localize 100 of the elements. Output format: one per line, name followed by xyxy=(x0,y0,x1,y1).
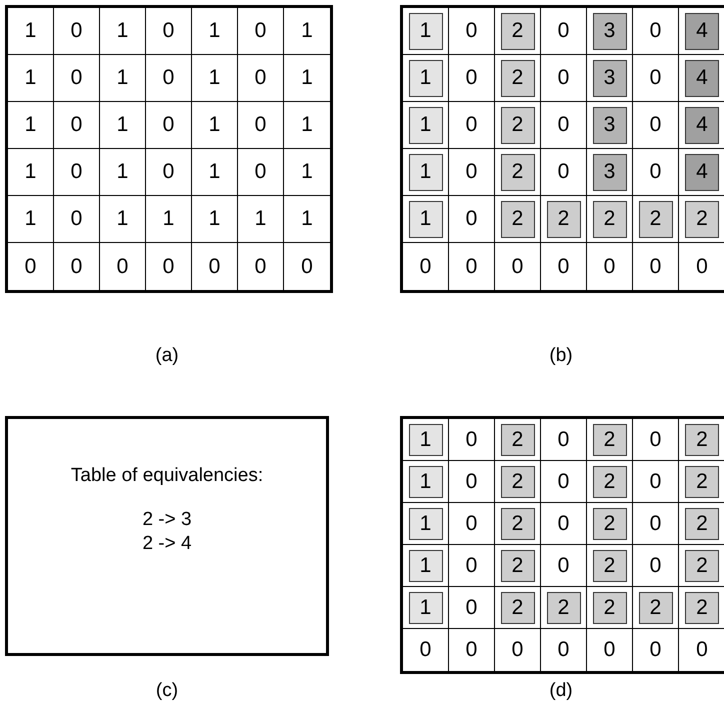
labeled-tile: 3 xyxy=(592,12,626,50)
cell-value: 0 xyxy=(558,160,570,184)
cell-value: 0 xyxy=(650,66,662,90)
cell-value: 0 xyxy=(558,254,570,278)
panel-heading: Table of equivalencies: xyxy=(70,465,264,487)
text-panel xyxy=(5,416,329,656)
cell-value: 0 xyxy=(558,470,570,494)
labeled-tile: 2 xyxy=(592,592,626,624)
cell-value: 0 xyxy=(650,254,662,278)
cell-value: 1 xyxy=(208,160,220,184)
cell-value: 1 xyxy=(116,160,128,184)
cell-value: 1 xyxy=(254,207,266,231)
cell-value: 0 xyxy=(162,66,174,90)
labeled-tile: 2 xyxy=(592,424,626,456)
panel-caption: (d) xyxy=(548,680,574,702)
equivalence-rule: 2 -> 4 xyxy=(141,533,193,555)
labeled-tile: 2 xyxy=(685,592,719,624)
labeled-tile: 2 xyxy=(500,154,534,190)
labeled-tile: 4 xyxy=(685,106,719,144)
cell-value: 1 xyxy=(208,113,220,137)
labeled-tile: 2 xyxy=(546,200,580,238)
cell-value: 1 xyxy=(162,207,174,231)
labeled-tile: 2 xyxy=(592,508,626,540)
labeled-tile: 1 xyxy=(408,60,442,96)
cell-value: 0 xyxy=(301,254,313,278)
cell-value: 0 xyxy=(696,638,708,662)
cell-value: 1 xyxy=(301,160,313,184)
cell-value: 0 xyxy=(254,19,266,43)
labeled-tile: 4 xyxy=(685,60,719,96)
labeled-tile: 2 xyxy=(685,508,719,540)
cell-value: 0 xyxy=(208,254,220,278)
cell-value: 0 xyxy=(558,554,570,578)
cell-value: 1 xyxy=(24,207,36,231)
labeled-tile: 1 xyxy=(408,550,442,582)
labeled-tile: 4 xyxy=(685,154,719,190)
cell-value: 0 xyxy=(604,638,616,662)
cell-value: 0 xyxy=(650,428,662,452)
labeled-tile: 2 xyxy=(592,200,626,238)
cell-value: 1 xyxy=(24,66,36,90)
labeled-tile: 2 xyxy=(500,106,534,144)
labeled-tile: 2 xyxy=(592,550,626,582)
labeled-tile: 1 xyxy=(408,200,442,238)
panel-caption: (a) xyxy=(154,345,180,367)
cell-value: 0 xyxy=(650,512,662,536)
cell-value: 0 xyxy=(70,160,82,184)
cell-value: 0 xyxy=(650,113,662,137)
cell-value: 0 xyxy=(116,254,128,278)
cell-value: 0 xyxy=(70,66,82,90)
cell-value: 0 xyxy=(650,160,662,184)
cell-value: 0 xyxy=(254,66,266,90)
cell-value: 1 xyxy=(301,207,313,231)
labeled-tile: 3 xyxy=(592,154,626,190)
cell-value: 1 xyxy=(24,160,36,184)
labeled-tile: 3 xyxy=(592,60,626,96)
cell-value: 0 xyxy=(466,638,478,662)
cell-value: 0 xyxy=(466,113,478,137)
labeled-tile: 1 xyxy=(408,154,442,190)
cell-value: 0 xyxy=(162,254,174,278)
labeled-tile: 2 xyxy=(500,424,534,456)
cell-value: 0 xyxy=(466,512,478,536)
cell-value: 1 xyxy=(301,113,313,137)
labeled-tile: 1 xyxy=(408,12,442,50)
panel-caption: (c) xyxy=(154,680,180,702)
labeled-tile: 3 xyxy=(592,106,626,144)
labeled-tile: 2 xyxy=(592,466,626,498)
cell-value: 0 xyxy=(696,254,708,278)
labeled-tile: 4 xyxy=(685,12,719,50)
labeled-tile: 2 xyxy=(500,12,534,50)
cell-value: 0 xyxy=(512,254,524,278)
cell-value: 0 xyxy=(466,207,478,231)
cell-value: 0 xyxy=(558,428,570,452)
cell-value: 1 xyxy=(116,113,128,137)
cell-value: 0 xyxy=(466,596,478,620)
cell-value: 0 xyxy=(558,113,570,137)
cell-value: 0 xyxy=(162,19,174,43)
labeled-tile: 2 xyxy=(500,200,534,238)
cell-value: 0 xyxy=(162,113,174,137)
cell-value: 0 xyxy=(254,160,266,184)
labeled-tile: 2 xyxy=(546,592,580,624)
cell-value: 0 xyxy=(420,638,432,662)
cell-value: 1 xyxy=(208,66,220,90)
labeled-tile: 2 xyxy=(638,200,672,238)
cell-value: 0 xyxy=(558,512,570,536)
cell-value: 0 xyxy=(512,638,524,662)
cell-value: 0 xyxy=(558,19,570,43)
labeled-tile: 2 xyxy=(500,592,534,624)
cell-value: 0 xyxy=(650,638,662,662)
cell-value: 0 xyxy=(650,19,662,43)
cell-value: 1 xyxy=(208,207,220,231)
cell-value: 1 xyxy=(116,66,128,90)
labeled-tile: 2 xyxy=(500,508,534,540)
cell-value: 0 xyxy=(604,254,616,278)
cell-value: 0 xyxy=(24,254,36,278)
labeled-tile: 2 xyxy=(638,592,672,624)
cell-value: 1 xyxy=(301,66,313,90)
labeled-tile: 1 xyxy=(408,424,442,456)
cell-value: 0 xyxy=(466,254,478,278)
cell-value: 1 xyxy=(208,19,220,43)
cell-value: 0 xyxy=(466,66,478,90)
labeled-tile: 1 xyxy=(408,106,442,144)
